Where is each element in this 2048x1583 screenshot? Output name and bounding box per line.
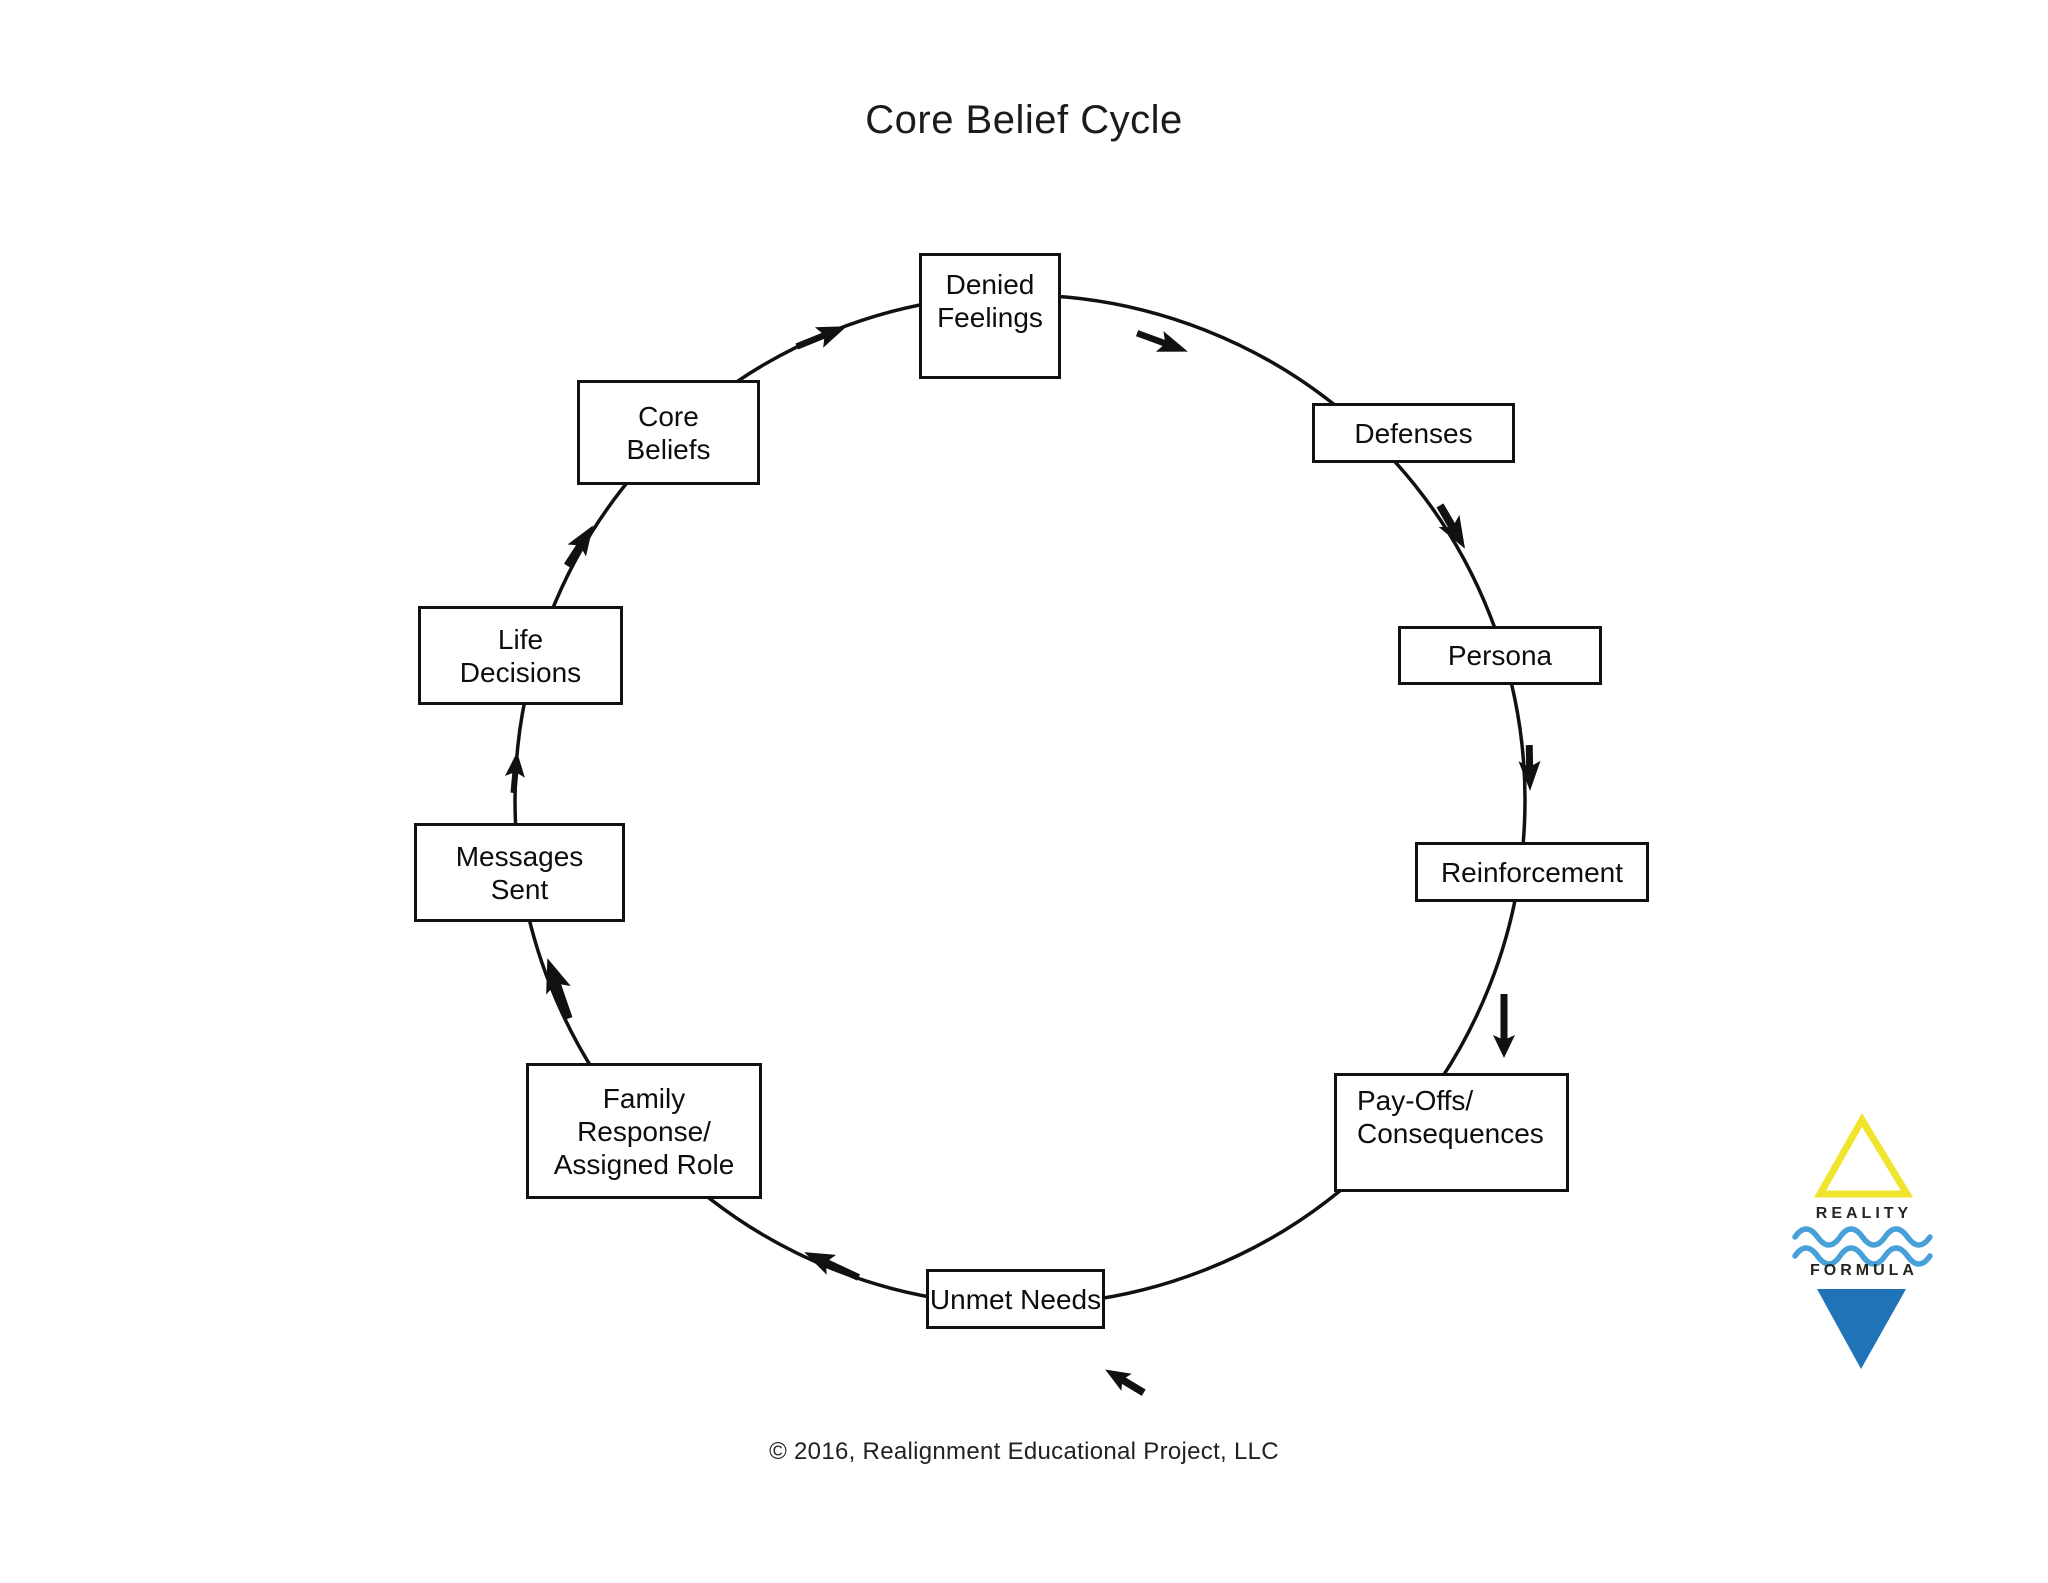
logo-word-formula: FORMULA — [1810, 1262, 1918, 1279]
logo-yellow-triangle-icon — [1813, 1113, 1914, 1198]
copyright-text: © 2016, Realignment Educational Project,… — [769, 1438, 1279, 1465]
reality-formula-logo: REALITY FORMULA — [1792, 1113, 1933, 1369]
node-label: Unmet Needs — [929, 1283, 1102, 1315]
node-label: Persona — [1447, 640, 1553, 671]
node-reinforcement: Reinforcement — [1415, 842, 1649, 902]
node-defenses: Defenses — [1312, 403, 1515, 463]
node-core-beliefs: Core Beliefs — [577, 380, 760, 485]
node-label: Pay-Offs/ Consequences — [1357, 1085, 1544, 1149]
node-label: Messages Sent — [455, 840, 584, 905]
node-label: Family Response/ Assigned Role — [553, 1082, 735, 1180]
arrow-messages-sent-to-life-decisions — [504, 752, 525, 794]
arrow-core-beliefs-to-denied-feelings — [795, 326, 847, 350]
arrow-reinforcement-to-pay-offs — [1493, 994, 1515, 1058]
logo-wave-bottom-icon — [1792, 1245, 1933, 1267]
node-label: Reinforcement — [1440, 856, 1624, 888]
node-family-response-assigned-role: Family Response/ Assigned Role — [526, 1063, 762, 1199]
node-label: Core Beliefs — [626, 400, 711, 465]
node-label: Defenses — [1354, 417, 1473, 449]
node-label: Life Decisions — [459, 623, 582, 688]
arrow-denied-feelings-to-defenses — [1136, 330, 1188, 352]
arrow-defenses-to-persona — [1436, 503, 1465, 549]
node-label: Denied Feelings — [937, 269, 1043, 333]
logo-word-reality: REALITY — [1816, 1205, 1912, 1222]
logo-wave-top-icon — [1792, 1226, 1933, 1248]
logo-blue-triangle-icon — [1817, 1289, 1906, 1369]
node-denied-feelings: Denied Feelings — [919, 253, 1061, 379]
node-messages-sent: Messages Sent — [414, 823, 625, 922]
arrow-family-response-to-messages-sent — [546, 958, 573, 1021]
arrow-unmet-needs-to-family-response — [804, 1252, 861, 1281]
small-arrow-below-unmet-needs — [1105, 1369, 1146, 1396]
node-persona: Persona — [1398, 626, 1602, 685]
arrow-persona-to-reinforcement — [1518, 744, 1541, 791]
page-title: Core Belief Cycle — [865, 98, 1183, 142]
node-unmet-needs: Unmet Needs — [926, 1269, 1105, 1329]
node-pay-offs-consequences: Pay-Offs/ Consequences — [1334, 1073, 1569, 1192]
node-life-decisions: Life Decisions — [418, 606, 623, 705]
arrow-life-decisions-to-core-beliefs — [564, 525, 594, 568]
